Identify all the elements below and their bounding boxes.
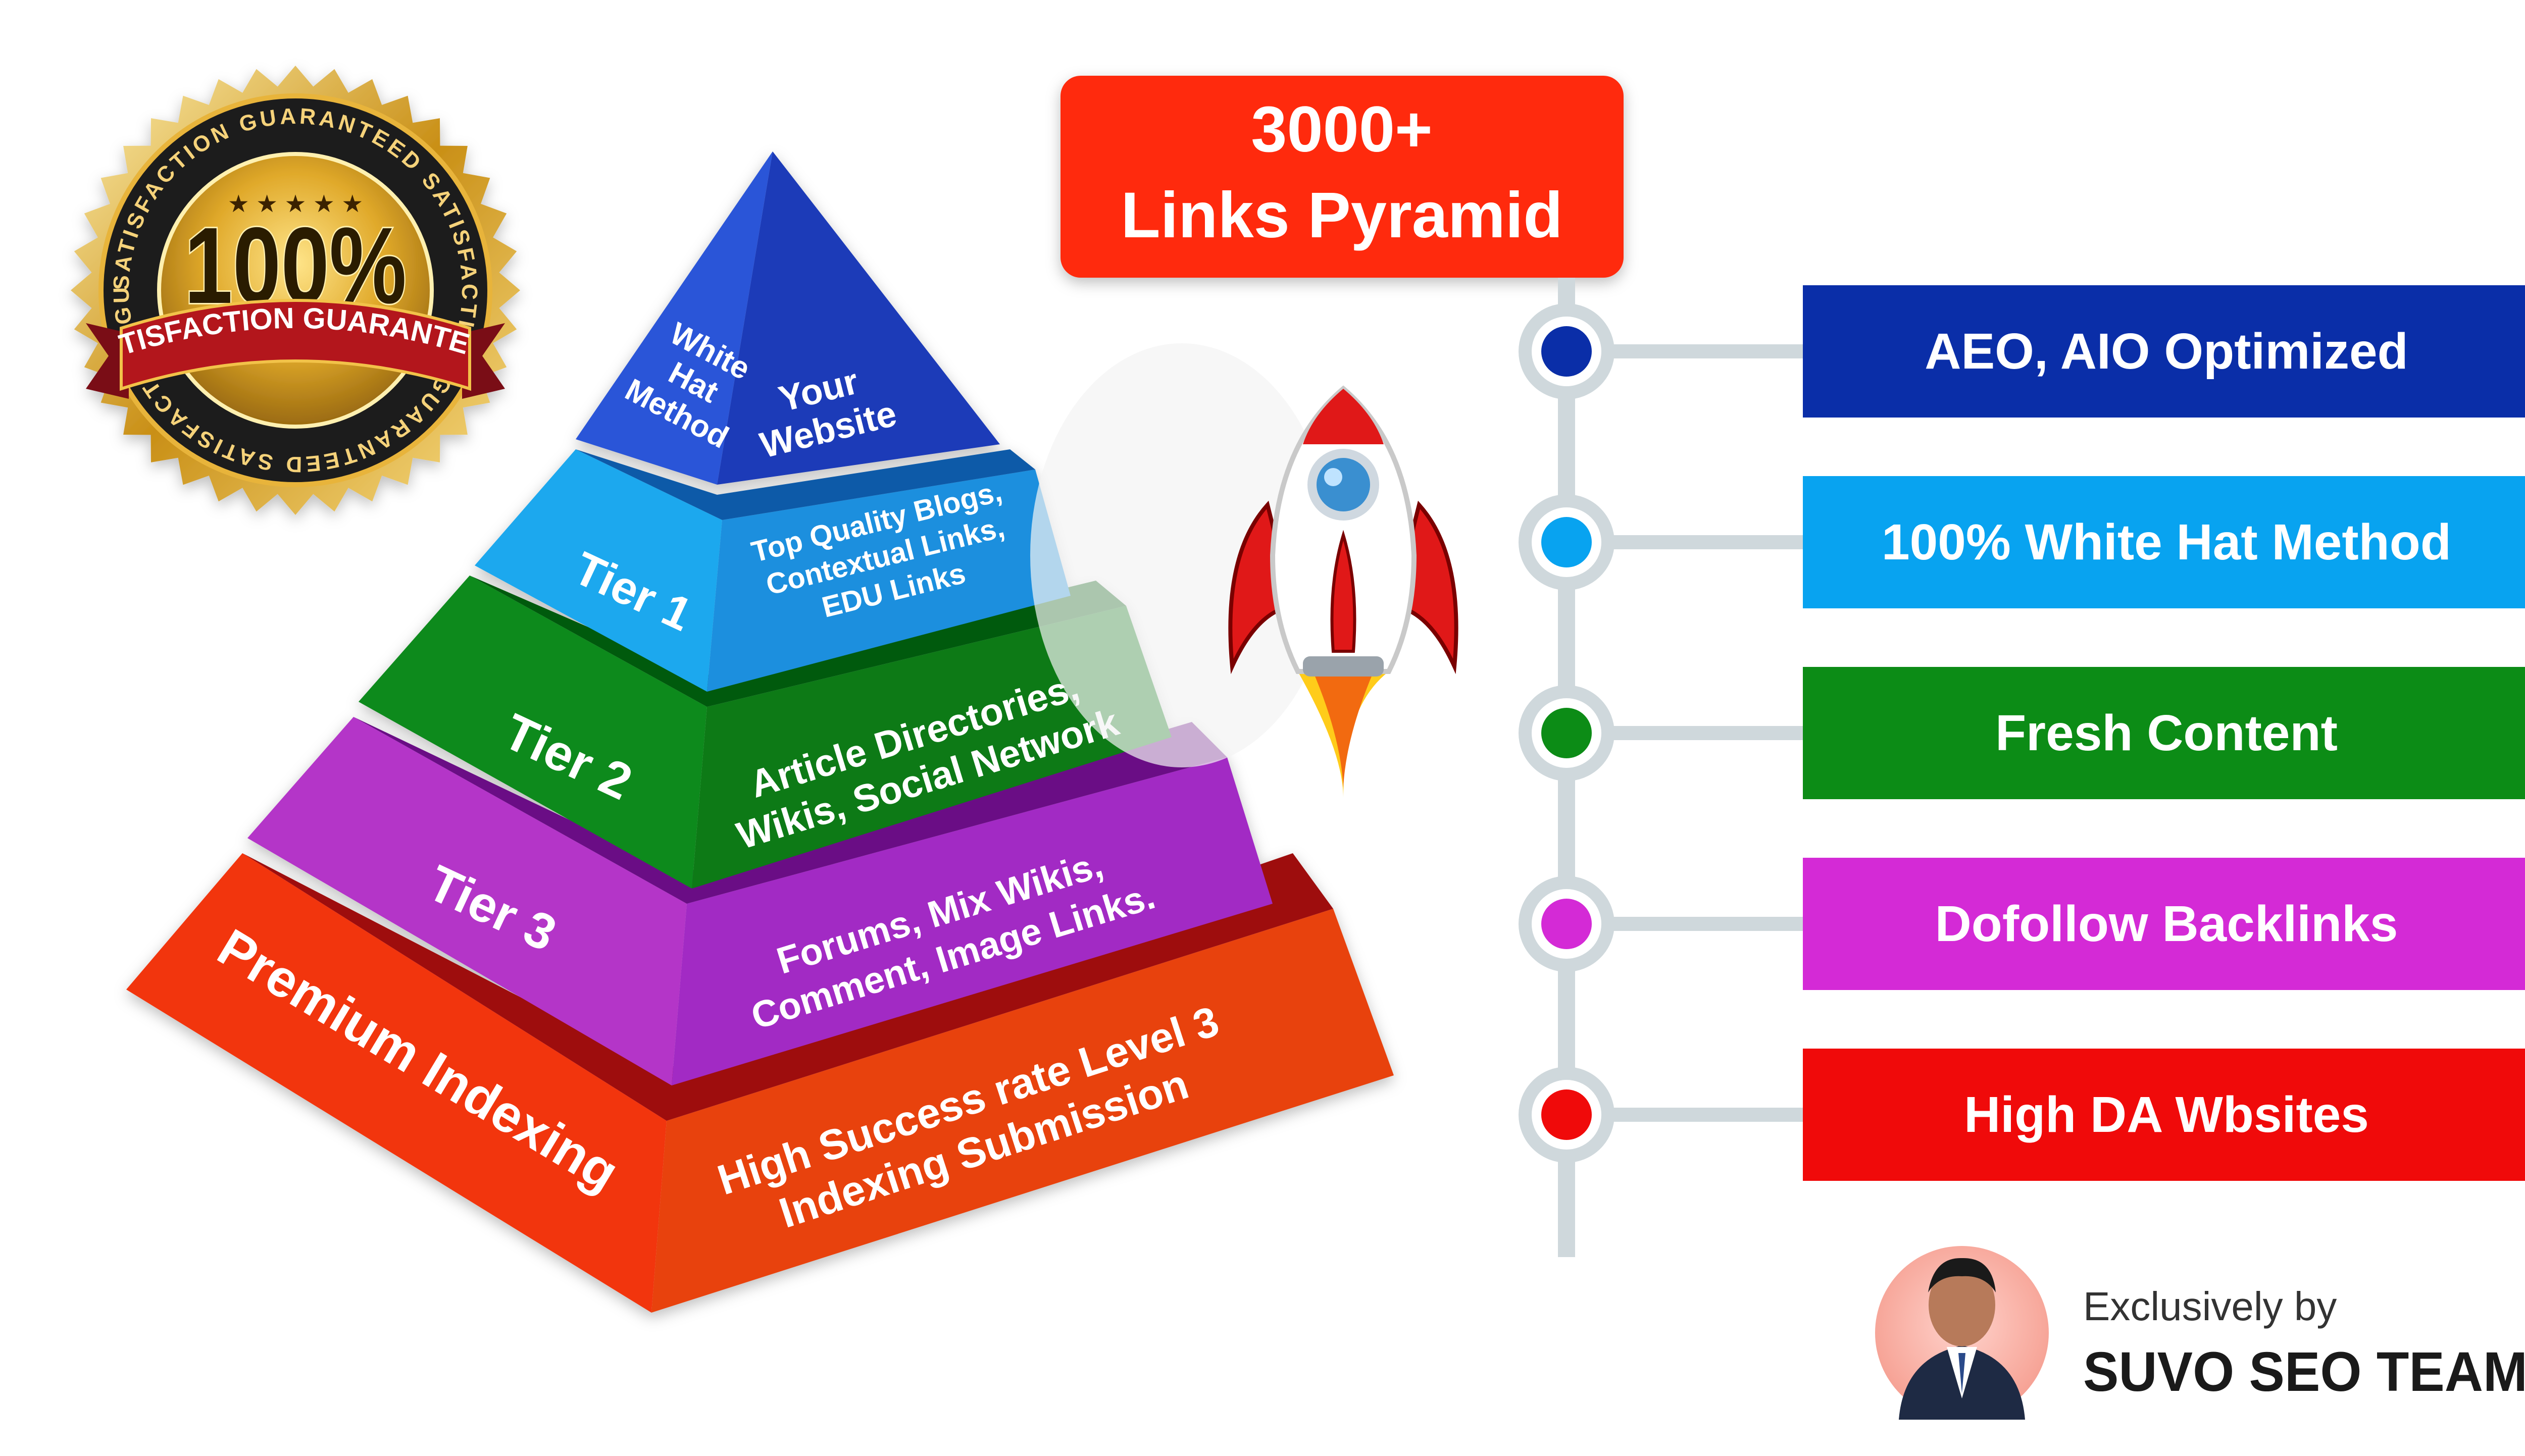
- tier-3-top-lip: [354, 717, 1227, 904]
- link-pyramid: White Hat Method Your Website Tier 1 Top…: [126, 151, 1394, 1313]
- feature-box: [1803, 1049, 2525, 1181]
- header-box-bg: [1060, 76, 1624, 278]
- satisfaction-seal: SATISFACTION GUARANTEED SATISFACTION GUA…: [0, 0, 520, 515]
- tier-2-left-face: [359, 576, 707, 889]
- tier-2-top-lip: [470, 576, 1126, 707]
- tier-3-right-face: [672, 757, 1273, 1085]
- timeline-node-dot: [1541, 517, 1592, 567]
- feature-connector: [1596, 1108, 1803, 1122]
- seal-ribbon-tail-left: [86, 323, 129, 399]
- feature-box: [1803, 858, 2525, 990]
- apex-left-face: [576, 151, 773, 485]
- rocket-window: [1307, 449, 1379, 521]
- timeline-node-dot: [1541, 1089, 1592, 1140]
- feature-row: AEO, AIO Optimized: [1519, 285, 2525, 418]
- feature-row: High DA Wbsites: [1519, 1049, 2525, 1181]
- feature-connector: [1596, 535, 1803, 549]
- feature-connector: [1596, 344, 1803, 358]
- feature-label: 100% White Hat Method: [1882, 514, 2451, 570]
- seal-ribbon: [120, 299, 471, 391]
- feature-box: [1803, 285, 2525, 418]
- credit-name: SUVO SEO TEAM: [2083, 1341, 2525, 1403]
- header-box: 3000+ Links Pyramid: [1060, 76, 1624, 278]
- feature-row: Fresh Content: [1519, 667, 2525, 799]
- tier-1-left-face: [475, 449, 722, 692]
- feature-label: AEO, AIO Optimized: [1925, 323, 2408, 380]
- apex-right-face: [717, 151, 1000, 485]
- feature-connector: [1596, 726, 1803, 740]
- feature-label: Fresh Content: [1995, 705, 2338, 761]
- tier-1-right-face: [707, 470, 1071, 692]
- feature-timeline: AEO, AIO Optimized 100% White Hat MethodF…: [1519, 278, 2525, 1257]
- timeline-node-dot: [1541, 899, 1592, 949]
- tier-1-top-lip: [576, 449, 1035, 520]
- seal-stars: ★ ★ ★ ★ ★: [228, 191, 364, 218]
- rocket-nozzle: [1303, 656, 1384, 677]
- header-title-line2: Links Pyramid: [1121, 179, 1563, 251]
- seal-ribbon-tail-right: [462, 323, 505, 399]
- tier-2-right-face: [692, 606, 1172, 889]
- feature-row: Dofollow Backlinks: [1519, 858, 2525, 990]
- rocket-nose: [1303, 389, 1384, 444]
- tier-4-left-face: [126, 853, 667, 1313]
- feature-label: Dofollow Backlinks: [1935, 896, 2398, 952]
- timeline-node-dot: [1541, 708, 1592, 758]
- credit-block: Exclusively by SUVO SEO TEAM: [1875, 1246, 2525, 1420]
- tier-4-right-face: [651, 909, 1394, 1313]
- avatar-person-icon: [1899, 1258, 2025, 1420]
- feature-box: [1803, 476, 2525, 608]
- feature-connector: [1596, 917, 1803, 931]
- timeline-node-dot: [1541, 326, 1592, 377]
- credit-prefix: Exclusively by: [2083, 1284, 2337, 1329]
- header-title-line1: 3000+: [1251, 93, 1433, 166]
- rocket-icon: [1030, 343, 1458, 798]
- feature-box: [1803, 667, 2525, 799]
- feature-label: High DA Wbsites: [1964, 1086, 2369, 1143]
- feature-row: 100% White Hat Method: [1519, 476, 2525, 608]
- tier-3-left-face: [247, 717, 687, 1085]
